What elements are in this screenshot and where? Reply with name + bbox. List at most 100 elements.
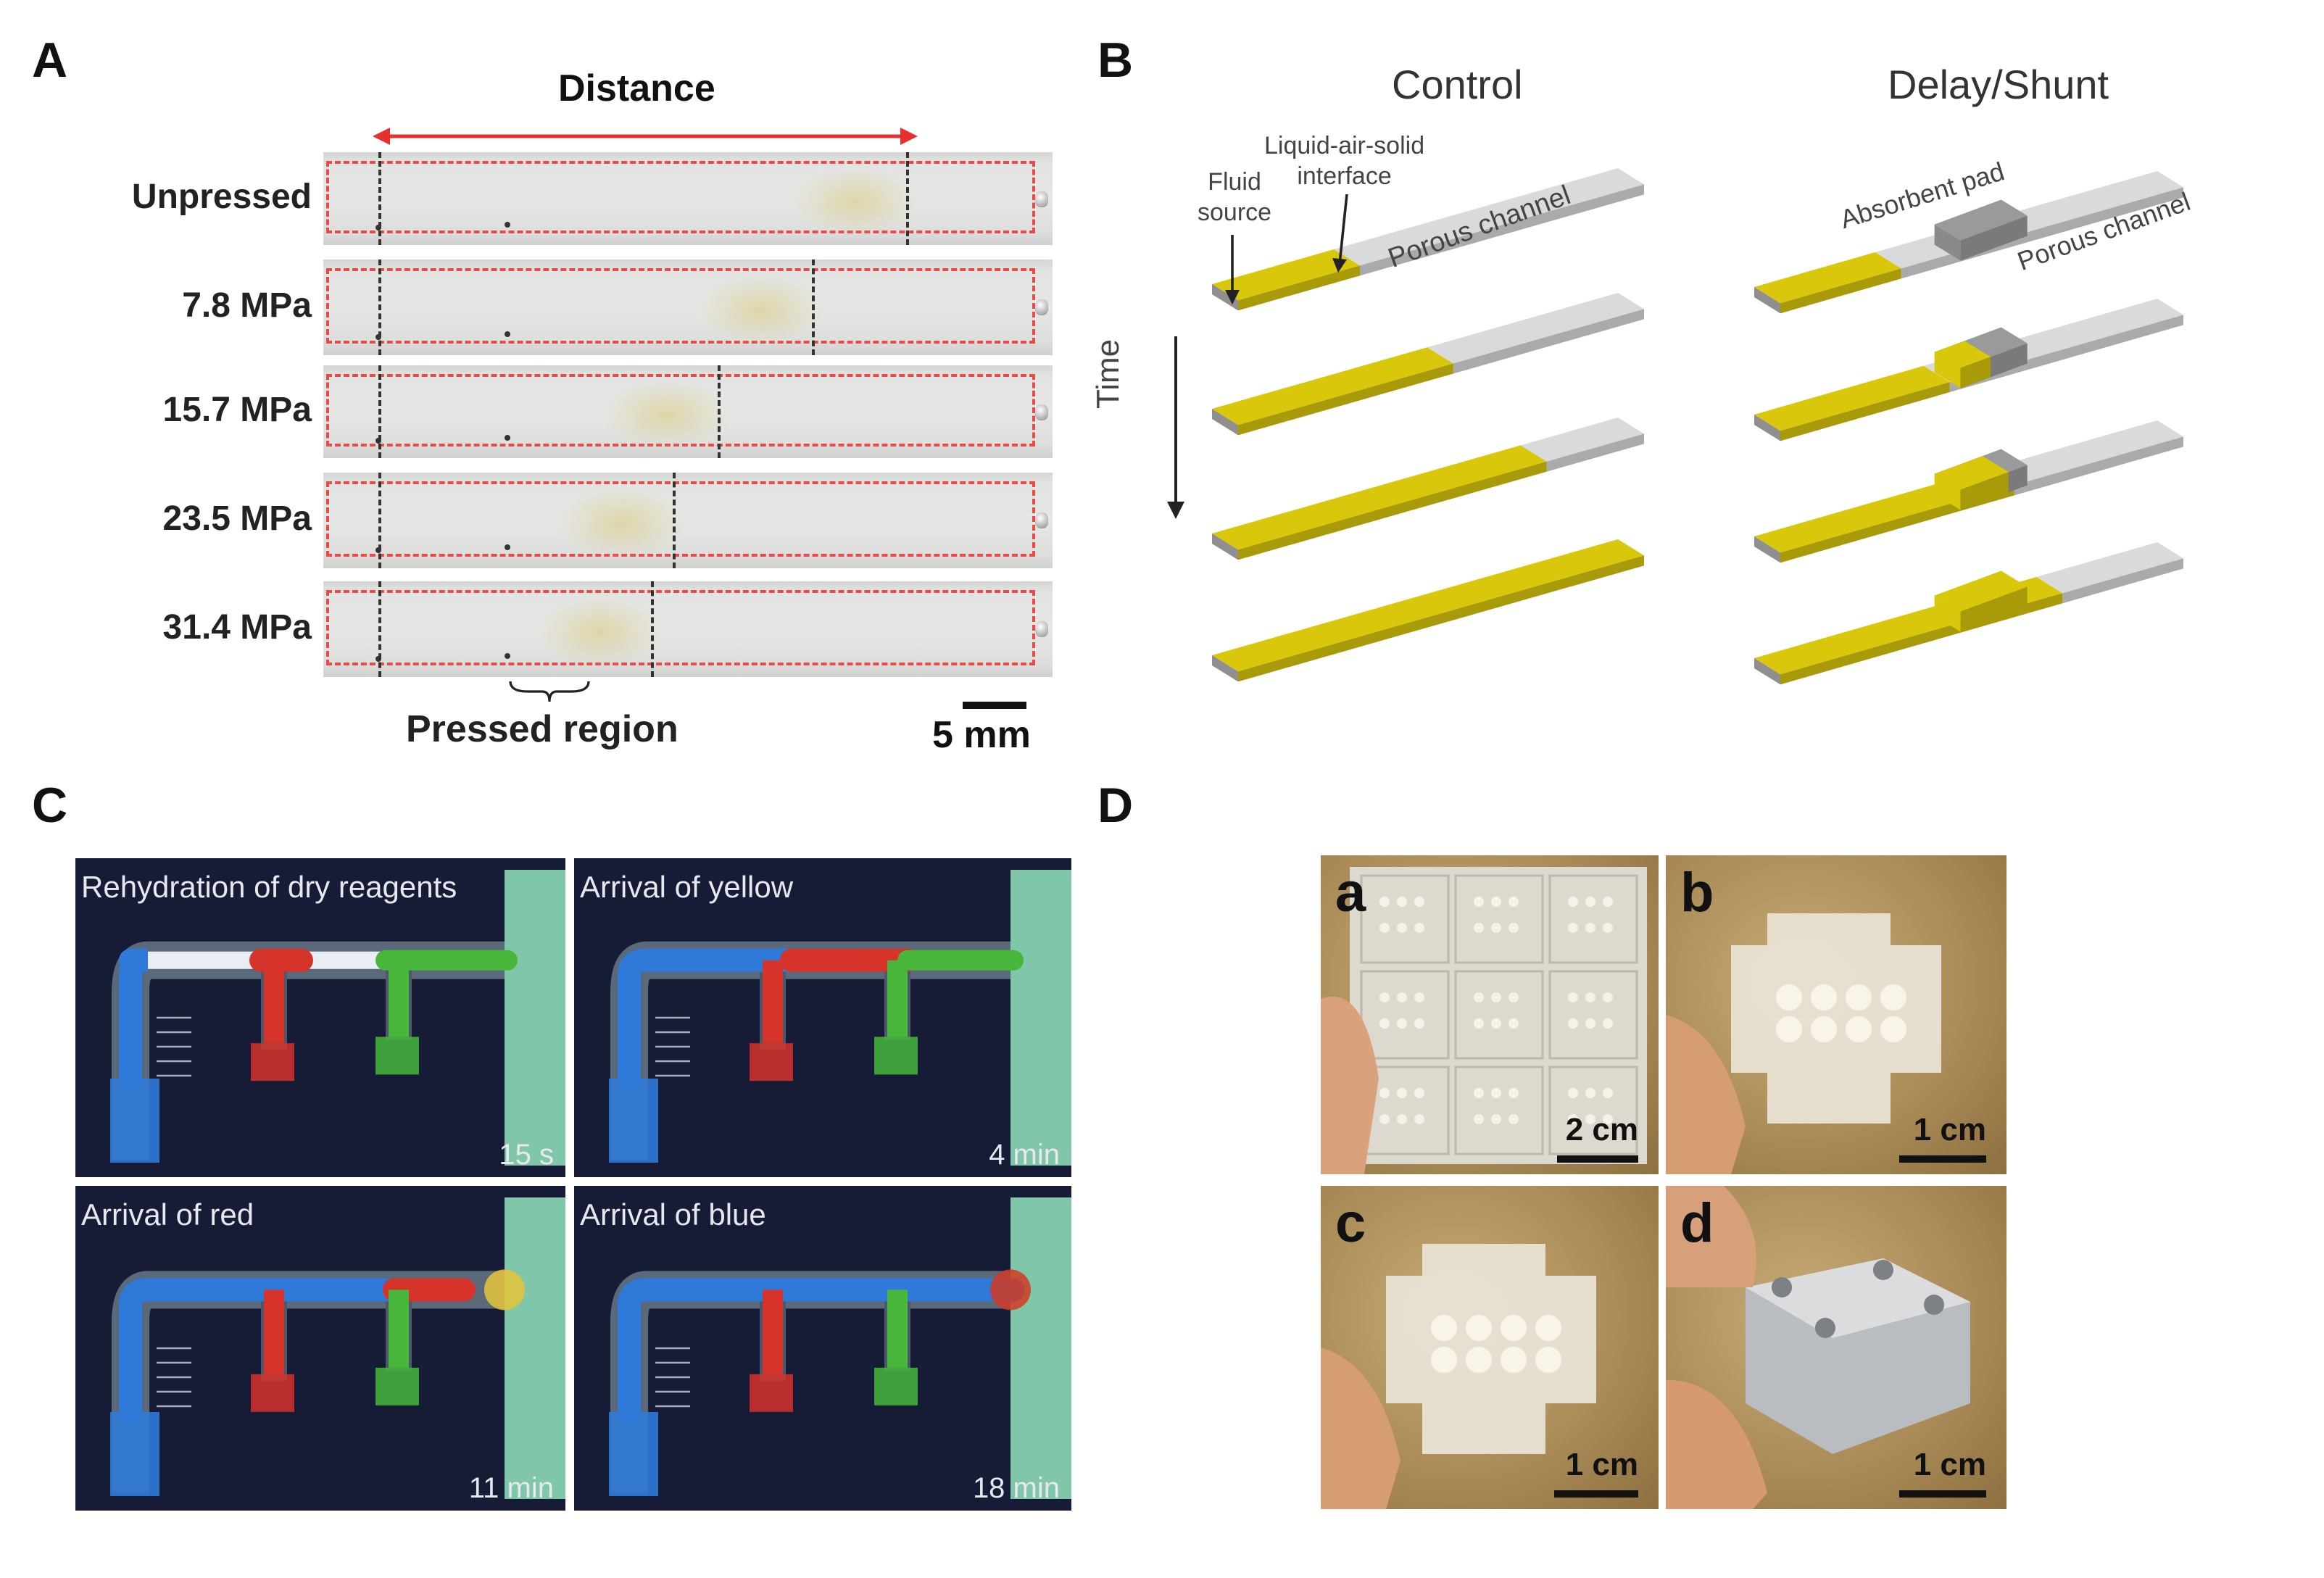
panel-label-c: C: [32, 778, 68, 833]
red-branch-fluid: [264, 1290, 284, 1374]
well: [1508, 897, 1519, 907]
absorbent-pad: [1934, 570, 2028, 632]
row-label: Unpressed: [131, 178, 312, 216]
channel-side: [2062, 558, 2183, 604]
well: [1585, 992, 1595, 1002]
well: [1508, 1114, 1519, 1124]
device-cell: [1548, 970, 1638, 1060]
device-image: [609, 1197, 1071, 1499]
device-cell: [1454, 970, 1544, 1060]
pressed-region-brace: [509, 681, 590, 702]
channel-side: [1360, 184, 1644, 276]
well: [1466, 1347, 1492, 1373]
row-label: 15.7 MPa: [162, 391, 312, 429]
well: [1603, 1088, 1613, 1098]
speck: [505, 331, 510, 337]
strip-end: [1754, 536, 1780, 563]
well: [1508, 992, 1519, 1002]
row-label: 7.8 MPa: [182, 286, 312, 325]
well: [1414, 897, 1424, 907]
scale-bar: [1899, 1155, 1986, 1163]
fluid-source-label: Fluid source: [1198, 168, 1272, 226]
fluid-stain: [557, 487, 687, 560]
absorbent-pad: [505, 870, 565, 1166]
fluid-filled-region: [1754, 252, 1901, 304]
speck: [505, 544, 510, 550]
well: [1508, 923, 1519, 933]
speck: [375, 547, 381, 553]
channel-outline: [610, 941, 1013, 1160]
finger: [1321, 996, 1379, 1174]
device-cell: [1454, 1066, 1544, 1155]
fluid-stain: [602, 380, 732, 449]
well: [1811, 1016, 1837, 1042]
green-branch-fluid: [389, 1290, 409, 1368]
well: [1491, 923, 1501, 933]
channel-boundary: [326, 481, 1035, 557]
blue-fluid: [119, 1278, 420, 1424]
pressure-strip: [323, 365, 1053, 458]
device-cell: [1454, 874, 1544, 964]
well: [1508, 1088, 1519, 1098]
green-reagent-pad: [874, 1367, 918, 1405]
screw: [1924, 1295, 1944, 1315]
frame-caption: Arrival of yellow: [580, 870, 794, 904]
time-label: Time: [1090, 339, 1126, 409]
well: [1811, 984, 1837, 1010]
absorbent-pad: [1934, 199, 2028, 261]
well: [1474, 897, 1484, 907]
frame-time: 11 min: [468, 1472, 554, 1504]
scale-bar-label: 1 cm: [1913, 1447, 1986, 1482]
blue-fluid: [618, 1278, 1025, 1424]
channel-boundary: [326, 161, 1035, 233]
well: [1508, 1018, 1519, 1029]
device-cell: [1360, 874, 1450, 964]
finger: [1321, 1347, 1400, 1509]
well: [1501, 1347, 1527, 1373]
arrival-spot: [990, 1269, 1031, 1311]
well: [1397, 992, 1407, 1002]
channel-outline: [112, 941, 507, 1160]
well: [1474, 1018, 1484, 1029]
finger: [1666, 1379, 1767, 1509]
device-cell: [1360, 970, 1450, 1060]
green-reagent-pad: [375, 1367, 419, 1405]
strip-end: [1754, 287, 1780, 314]
control-strip: [1212, 539, 1644, 682]
screw: [1873, 1260, 1893, 1280]
well: [1474, 992, 1484, 1002]
well: [1414, 992, 1424, 1002]
well: [1397, 1018, 1407, 1029]
pad-front: [1934, 595, 1961, 632]
fluid-filled-region: [1754, 365, 1950, 431]
pad-wet-side: [1960, 357, 1991, 389]
well: [1414, 1114, 1424, 1124]
scale-bar-label: 2 cm: [1565, 1112, 1638, 1147]
blue-inlet: [609, 1412, 658, 1496]
start-line: [378, 473, 381, 568]
fluid-front-line: [718, 365, 721, 458]
pad-front: [1934, 224, 1961, 261]
fluid-side: [1780, 268, 1901, 314]
well: [1603, 1018, 1613, 1029]
strip-end: [1754, 658, 1780, 685]
fluid-side: [1238, 555, 1644, 682]
device-image: [110, 1197, 565, 1499]
device-cell: [1548, 1066, 1638, 1155]
frame-caption: Rehydration of dry reagents: [81, 870, 457, 904]
well: [1466, 1315, 1492, 1341]
well: [1431, 1347, 1457, 1373]
fluid-filled-region: [1212, 445, 1547, 550]
well: [1568, 1018, 1578, 1029]
well: [1585, 1018, 1595, 1029]
pad-top: [1934, 570, 2028, 612]
speck: [505, 222, 510, 228]
well: [1501, 1315, 1527, 1341]
speck: [375, 655, 381, 662]
distance-label: Distance: [558, 67, 715, 109]
well: [1568, 1114, 1578, 1124]
well: [1585, 1114, 1595, 1124]
